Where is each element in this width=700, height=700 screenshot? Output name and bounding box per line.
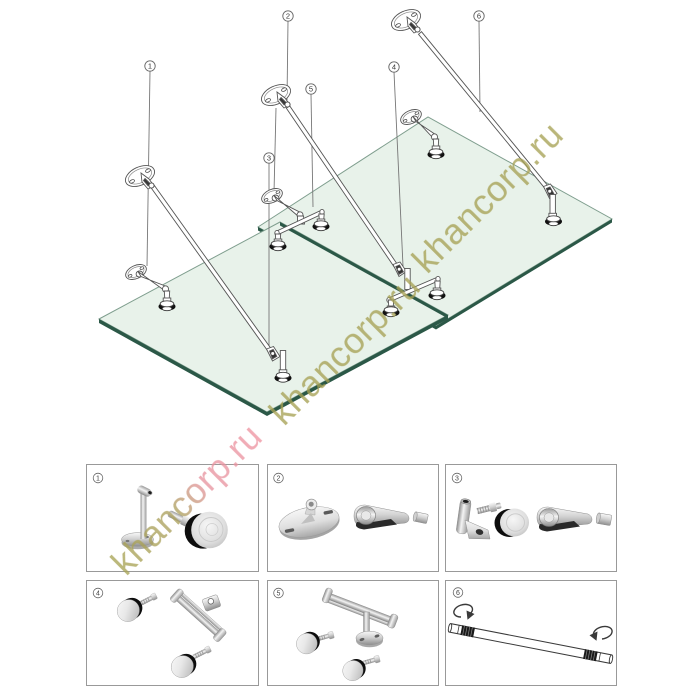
svg-text:5: 5 bbox=[309, 85, 313, 94]
svg-text:1: 1 bbox=[148, 62, 152, 71]
svg-text:2: 2 bbox=[277, 476, 281, 483]
svg-text:6: 6 bbox=[456, 590, 460, 597]
svg-text:3: 3 bbox=[267, 154, 271, 163]
svg-text:6: 6 bbox=[477, 12, 481, 21]
svg-text:1: 1 bbox=[96, 476, 100, 483]
svg-text:4: 4 bbox=[96, 591, 100, 598]
svg-text:5: 5 bbox=[277, 591, 281, 598]
svg-text:4: 4 bbox=[392, 63, 396, 72]
svg-text:3: 3 bbox=[455, 476, 459, 483]
svg-text:2: 2 bbox=[286, 12, 290, 21]
